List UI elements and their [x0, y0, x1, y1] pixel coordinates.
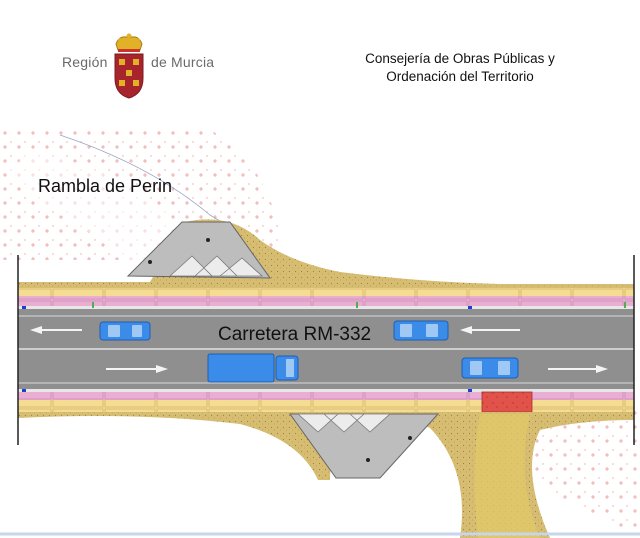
department-title: Consejería de Obras Públicas y Ordenació…	[330, 50, 590, 86]
lane-arrows	[30, 326, 608, 373]
department-line-2: Ordenación del Territorio	[386, 69, 534, 84]
vehicle-truck	[207, 353, 299, 383]
lower-bike-lane	[18, 392, 634, 402]
lower-sidewalk	[18, 400, 634, 412]
rambla-channel	[10, 150, 200, 272]
department-line-1: Consejería de Obras Públicas y	[365, 51, 555, 66]
pedestrian-crossing	[481, 391, 533, 413]
road-markers	[22, 302, 626, 392]
region-name-right: de Murcia	[151, 54, 215, 70]
rambla-label: Rambla de Perin	[38, 176, 173, 196]
header: Región de Murcia Consejería de Obras Púb…	[0, 0, 640, 130]
vehicle-car-1	[99, 321, 151, 341]
region-name-left: Región	[62, 54, 108, 70]
vehicle-car-3	[461, 357, 519, 379]
vehicle-car-2	[393, 320, 449, 341]
road-plan-diagram	[0, 130, 640, 538]
murcia-coat-of-arms-icon	[114, 33, 144, 99]
road-label: Carretera RM-332	[218, 324, 372, 345]
upper-bike-lane	[18, 296, 634, 306]
